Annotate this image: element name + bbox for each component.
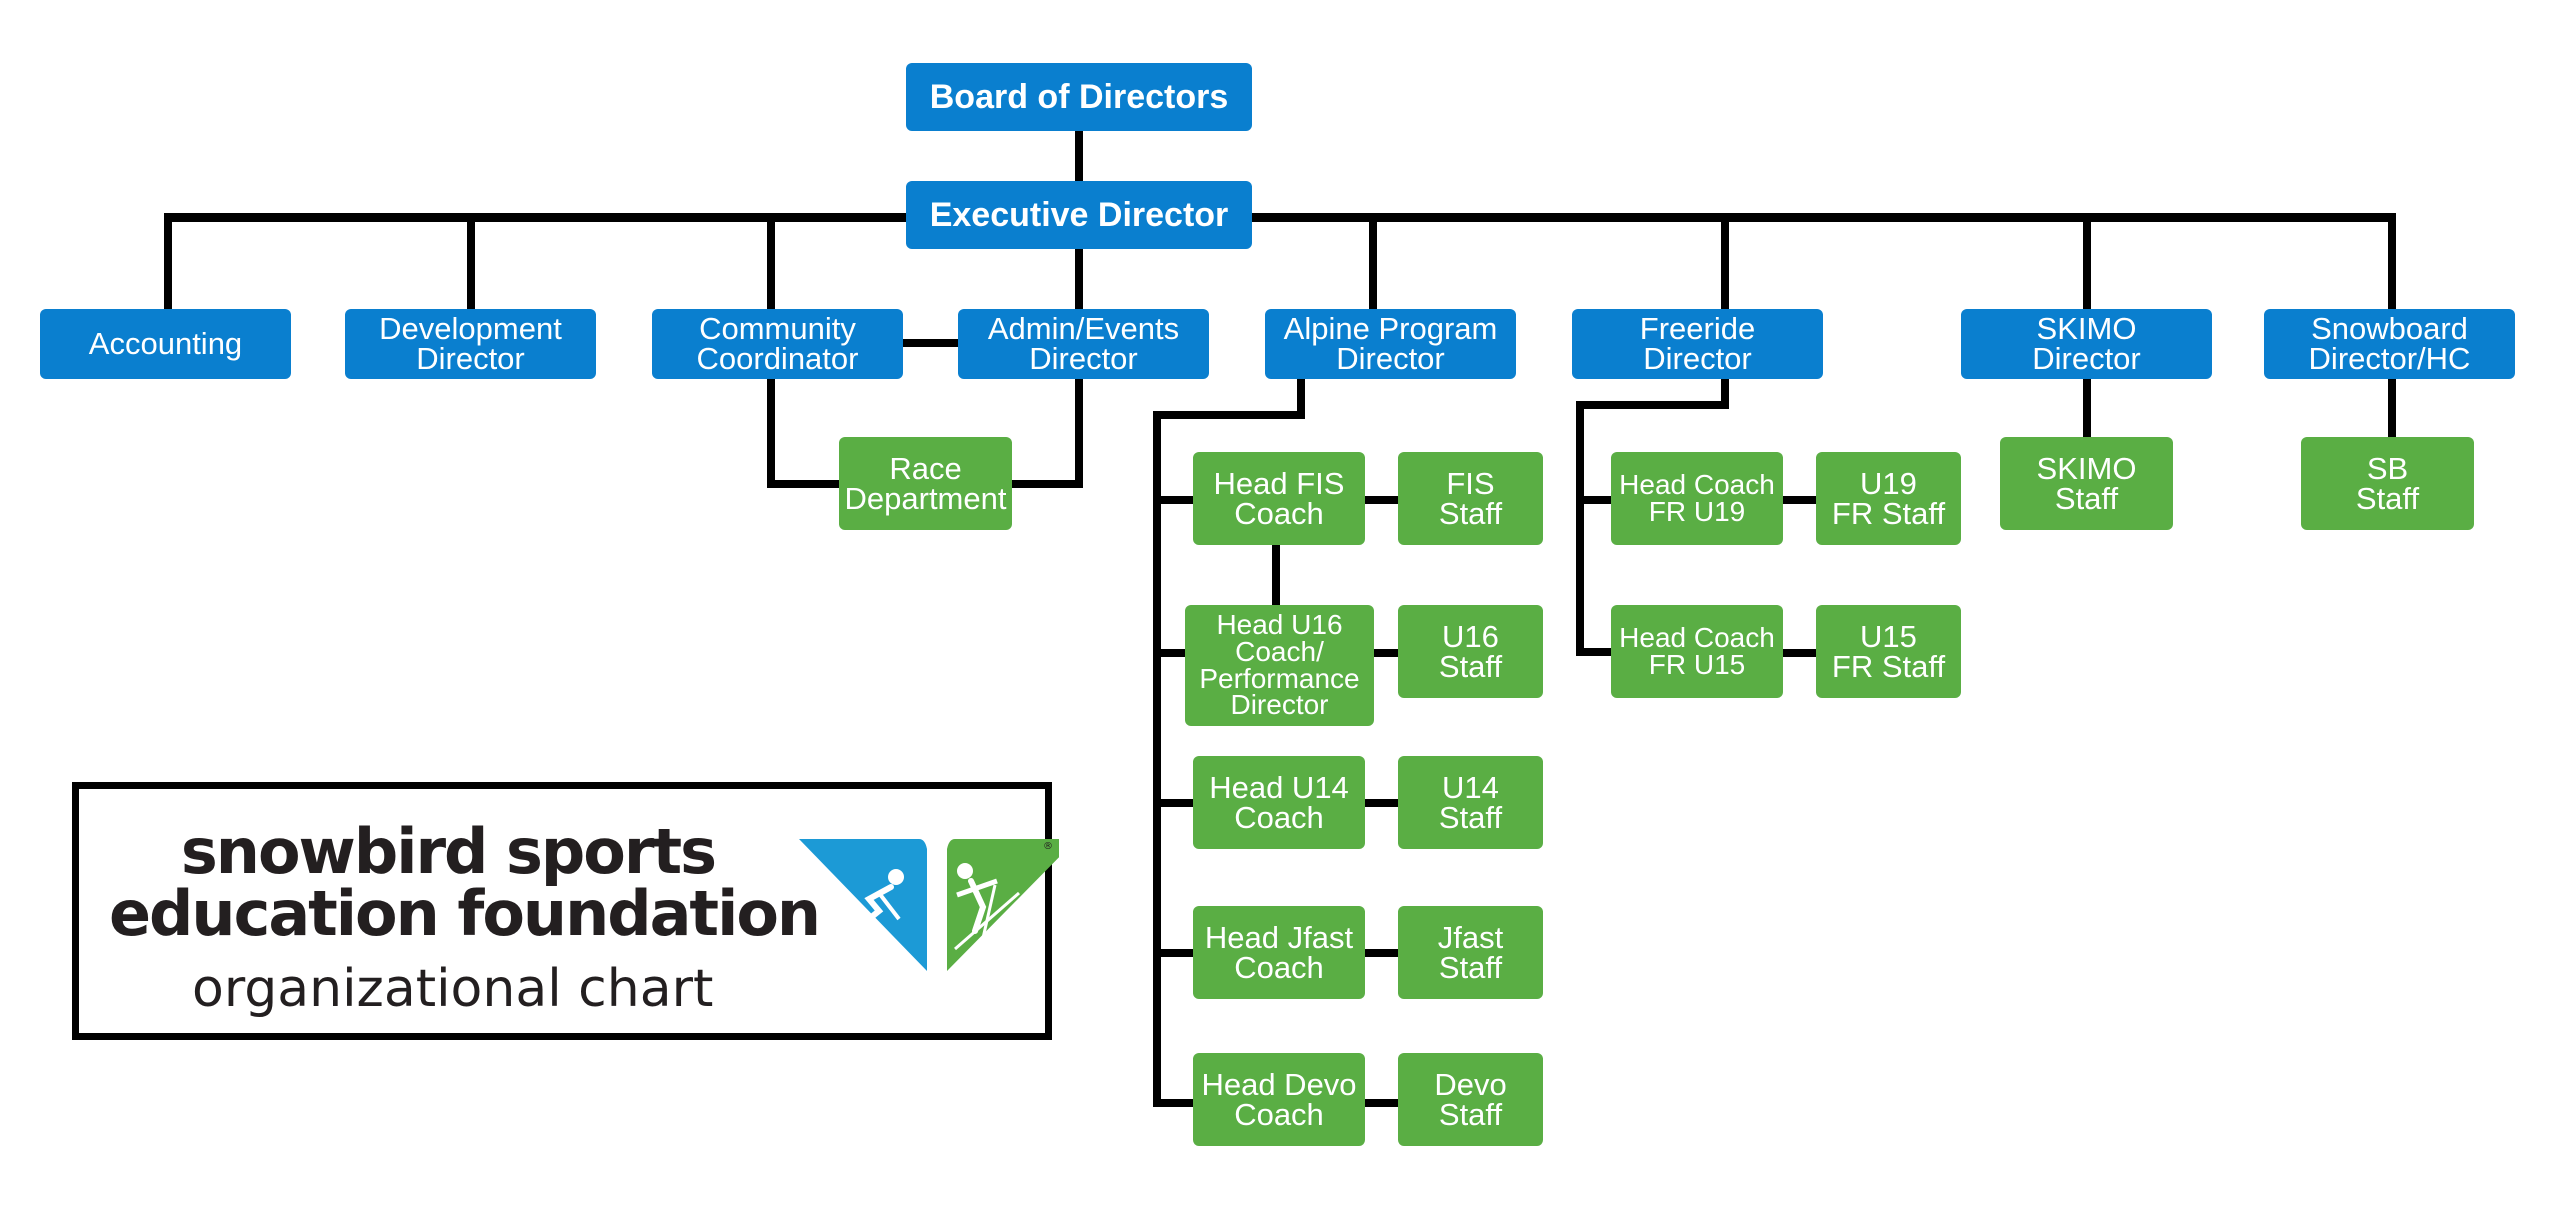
logo-line-2: education foundation — [109, 877, 821, 950]
connector-line — [767, 213, 775, 311]
skimo-staff-box: SKIMO Staff — [2000, 437, 2173, 530]
community-coordinator-box: Community Coordinator — [652, 309, 903, 379]
jfast-staff-box: Jfast Staff — [1398, 906, 1543, 999]
connector-line — [1075, 130, 1083, 184]
connector-line — [1576, 401, 1729, 409]
connector-line — [164, 213, 172, 311]
connector-line — [1153, 1099, 1197, 1107]
connector-line — [1721, 375, 1729, 409]
connector-line — [1721, 213, 1729, 311]
connector-line — [1782, 649, 1816, 657]
accounting-box: Accounting — [40, 309, 291, 379]
admin-events-director-box: Admin/Events Director — [958, 309, 1209, 379]
connector-line — [1365, 496, 1399, 504]
development-director-box: Development Director — [345, 309, 596, 379]
race-department-box: Race Department — [839, 437, 1012, 530]
sb-staff-box: SB Staff — [2301, 437, 2474, 530]
head-coach-fr-u15-box: Head Coach FR U15 — [1611, 605, 1783, 698]
head-jfast-coach-box: Head Jfast Coach — [1193, 906, 1365, 999]
connector-line — [1373, 649, 1399, 657]
snowboarder-icon — [947, 839, 1059, 971]
connector-line — [1576, 496, 1612, 504]
freeride-director-box: Freeride Director — [1572, 309, 1823, 379]
head-fis-coach-box: Head FIS Coach — [1193, 452, 1365, 545]
head-devo-coach-box: Head Devo Coach — [1193, 1053, 1365, 1146]
head-u14-coach-box: Head U14 Coach — [1193, 756, 1365, 849]
connector-line — [1365, 799, 1399, 807]
skimo-director-box: SKIMO Director — [1961, 309, 2212, 379]
chart-subtitle: organizational chart — [192, 959, 714, 1019]
registered-mark: ® — [1043, 841, 1053, 852]
connector-line — [1369, 213, 1377, 311]
u16-staff-box: U16 Staff — [1398, 605, 1543, 698]
connector-line — [1782, 496, 1816, 504]
connector-line — [2083, 213, 2091, 311]
connector-line — [2388, 213, 2396, 311]
alpine-program-director-box: Alpine Program Director — [1265, 309, 1516, 379]
connector-line — [164, 213, 2396, 222]
executive-director-box: Executive Director — [906, 181, 1252, 249]
connector-line — [1365, 1099, 1399, 1107]
head-u16-coach-box: Head U16 Coach/ Performance Director — [1185, 605, 1374, 726]
devo-staff-box: Devo Staff — [1398, 1053, 1543, 1146]
u19-fr-staff-box: U19 FR Staff — [1816, 452, 1961, 545]
connector-line — [1153, 799, 1197, 807]
connector-line — [1576, 648, 1612, 656]
connector-line — [1153, 411, 1305, 419]
connector-line — [1075, 245, 1083, 311]
logo-box: snowbird sports education foundation org… — [72, 782, 1059, 1040]
head-coach-fr-u19-box: Head Coach FR U19 — [1611, 452, 1783, 545]
connector-line — [1153, 496, 1197, 504]
connector-line — [1153, 411, 1161, 1107]
board-of-directors-box: Board of Directors — [906, 63, 1252, 131]
logo-line-1: snowbird sports — [180, 815, 717, 888]
fis-staff-box: FIS Staff — [1398, 452, 1543, 545]
snowboard-director-box: Snowboard Director/HC — [2264, 309, 2515, 379]
connector-line — [1576, 401, 1584, 656]
connector-line — [1153, 649, 1187, 657]
connector-line — [2388, 375, 2396, 441]
connector-line — [1297, 375, 1305, 419]
connector-line — [1272, 545, 1280, 607]
skier-icon — [799, 839, 927, 971]
connector-line — [900, 339, 962, 347]
connector-line — [1153, 949, 1197, 957]
connector-line — [2083, 375, 2091, 441]
connector-line — [767, 375, 775, 488]
u15-fr-staff-box: U15 FR Staff — [1816, 605, 1961, 698]
u14-staff-box: U14 Staff — [1398, 756, 1543, 849]
sports-logo-mark: ® — [799, 839, 1059, 971]
connector-line — [467, 213, 475, 311]
connector-line — [1365, 949, 1399, 957]
connector-line — [1075, 375, 1083, 488]
